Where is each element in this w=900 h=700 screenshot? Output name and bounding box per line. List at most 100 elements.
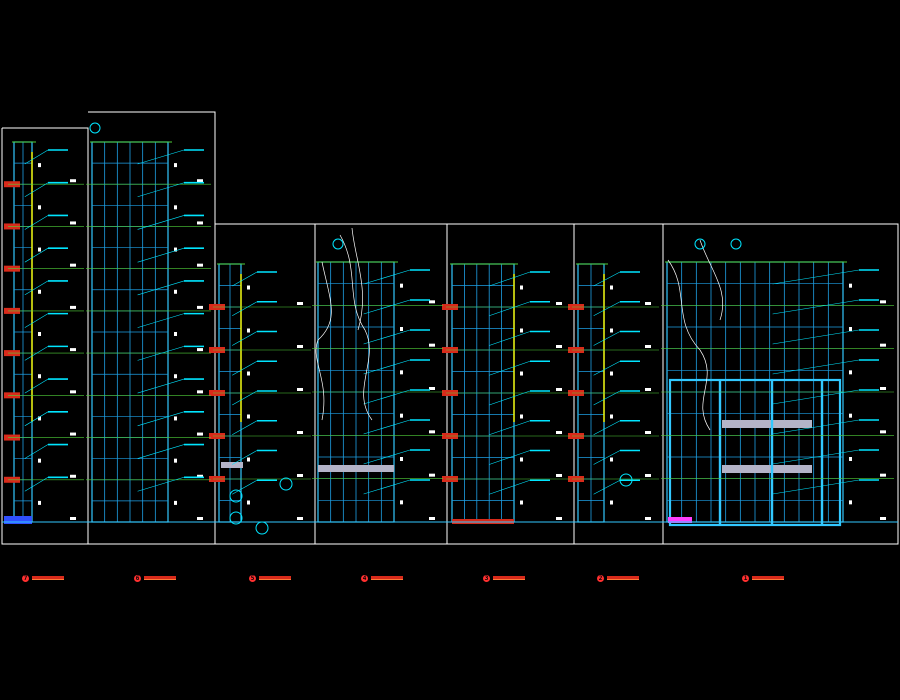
view-number-badge: 4 bbox=[361, 574, 368, 582]
leader-line bbox=[489, 450, 531, 465]
leader-line bbox=[232, 271, 258, 287]
title-underline bbox=[752, 576, 784, 580]
dimension-tick bbox=[174, 163, 177, 168]
level-tag bbox=[197, 263, 203, 267]
view-title-1: 1 bbox=[742, 570, 784, 586]
level-tag bbox=[880, 517, 886, 520]
tree-outline bbox=[351, 227, 363, 331]
dimension-tick bbox=[247, 500, 250, 505]
level-tag bbox=[297, 345, 303, 348]
dimension-tick bbox=[520, 414, 523, 419]
view-titles: 7 6 5 4 3 2 1 bbox=[0, 570, 900, 590]
level-tag bbox=[880, 300, 886, 304]
title-underline bbox=[32, 576, 64, 580]
dimension-tick bbox=[38, 500, 41, 505]
level-tag bbox=[70, 432, 76, 436]
view-title-7: 7 bbox=[22, 570, 64, 586]
level-tag bbox=[197, 221, 203, 225]
level-tag bbox=[645, 474, 651, 477]
leader-line bbox=[24, 313, 49, 328]
leader-line bbox=[137, 280, 185, 296]
leader-line bbox=[24, 477, 49, 492]
dimension-tick bbox=[38, 205, 41, 210]
detail-callout-icon bbox=[619, 473, 633, 487]
leader-line bbox=[593, 450, 621, 465]
level-tag bbox=[880, 473, 886, 477]
dimension-tick bbox=[174, 289, 177, 294]
title-underline bbox=[371, 576, 403, 580]
frame-elevation-3 bbox=[447, 223, 575, 545]
dimension-tick bbox=[610, 285, 613, 290]
dimension-tick bbox=[520, 371, 523, 376]
dimension-tick bbox=[38, 458, 41, 463]
leader-line bbox=[137, 378, 185, 394]
leader-line bbox=[772, 329, 860, 345]
level-tag bbox=[645, 388, 651, 391]
level-tag bbox=[297, 431, 303, 434]
level-marker-icon bbox=[730, 238, 742, 250]
dimension-tick bbox=[38, 289, 41, 294]
leader-line bbox=[232, 450, 258, 465]
leader-line bbox=[772, 419, 860, 435]
leader-line bbox=[593, 301, 621, 317]
dimension-tick bbox=[38, 163, 41, 168]
level-tag bbox=[70, 221, 76, 225]
spandrel-panel bbox=[221, 462, 243, 468]
leader-line bbox=[772, 449, 860, 465]
leader-line bbox=[232, 360, 258, 376]
level-tag bbox=[429, 430, 435, 434]
dimension-tick bbox=[400, 413, 403, 418]
dimension-tick bbox=[400, 370, 403, 375]
level-tag bbox=[197, 390, 203, 394]
level-tag bbox=[556, 345, 562, 348]
dimension-tick bbox=[174, 500, 177, 505]
leader-line bbox=[489, 390, 531, 406]
level-tag bbox=[70, 390, 76, 394]
leader-line bbox=[232, 331, 258, 346]
dimension-tick bbox=[849, 370, 852, 375]
level-tag bbox=[556, 431, 562, 434]
leader-line bbox=[772, 359, 860, 375]
frame-elevation-5 bbox=[215, 223, 316, 545]
dimension-tick bbox=[610, 457, 613, 462]
leader-line bbox=[137, 411, 185, 427]
frame-elevation-6 bbox=[88, 111, 216, 545]
level-tag bbox=[880, 430, 886, 434]
leader-line bbox=[137, 149, 185, 165]
tree-outline bbox=[699, 239, 724, 321]
leader-line bbox=[24, 444, 49, 459]
level-tag bbox=[645, 517, 651, 520]
leader-line bbox=[137, 215, 185, 230]
level-marker-icon bbox=[332, 238, 344, 250]
leader-line bbox=[137, 476, 185, 492]
detail-callout-icon bbox=[229, 489, 243, 503]
level-tag bbox=[645, 302, 651, 305]
dimension-tick bbox=[610, 328, 613, 333]
title-underline bbox=[493, 576, 525, 580]
title-underline bbox=[259, 576, 291, 580]
tree-outline bbox=[315, 261, 332, 421]
leader-line bbox=[137, 247, 185, 263]
view-number-badge: 5 bbox=[249, 574, 256, 582]
leader-line bbox=[24, 346, 49, 361]
level-tag bbox=[429, 473, 435, 477]
view-number-badge: 1 bbox=[742, 574, 749, 582]
level-tag bbox=[70, 305, 76, 309]
leader-line bbox=[232, 390, 258, 406]
detail-callout-icon bbox=[229, 511, 243, 525]
leader-line bbox=[363, 329, 411, 345]
dimension-tick bbox=[38, 374, 41, 379]
leader-line bbox=[363, 449, 411, 465]
view-title-3: 3 bbox=[483, 570, 525, 586]
dimension-tick bbox=[400, 457, 403, 461]
dimension-tick bbox=[38, 332, 41, 336]
dimension-tick bbox=[520, 285, 523, 290]
title-underline bbox=[144, 576, 176, 580]
level-tag bbox=[197, 305, 203, 309]
leader-line bbox=[24, 411, 49, 427]
level-tag bbox=[556, 302, 562, 305]
dimension-tick bbox=[520, 500, 523, 505]
level-tag bbox=[556, 474, 562, 477]
title-underline bbox=[607, 576, 639, 580]
